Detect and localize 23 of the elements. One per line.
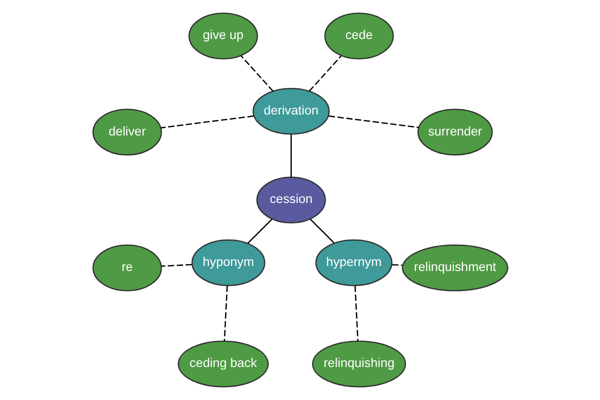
node-ellipse: relinquishment [401, 244, 508, 292]
connector [223, 286, 228, 342]
connector [160, 115, 254, 128]
node-ellipse: re [92, 244, 162, 292]
connector [240, 55, 273, 92]
node-ellipse: give up [188, 12, 258, 60]
node-ellipse: cede [324, 12, 394, 60]
connector [290, 134, 292, 178]
node-ellipse: deliver [92, 108, 162, 156]
connector [392, 264, 402, 266]
node-ellipse: surrender [416, 108, 492, 156]
connector [308, 55, 342, 92]
connector [160, 264, 192, 267]
connector [309, 218, 334, 244]
node-ellipse: relinquishing [312, 340, 406, 388]
node-ellipse: derivation [252, 88, 330, 135]
connector [246, 218, 272, 244]
node-ellipse: hyponym [190, 239, 265, 286]
connector [354, 286, 358, 342]
connector [328, 115, 418, 128]
node-ellipse: cession [256, 176, 326, 224]
node-ellipse: hypernym [314, 239, 392, 286]
node-ellipse: ceding back [177, 340, 268, 388]
